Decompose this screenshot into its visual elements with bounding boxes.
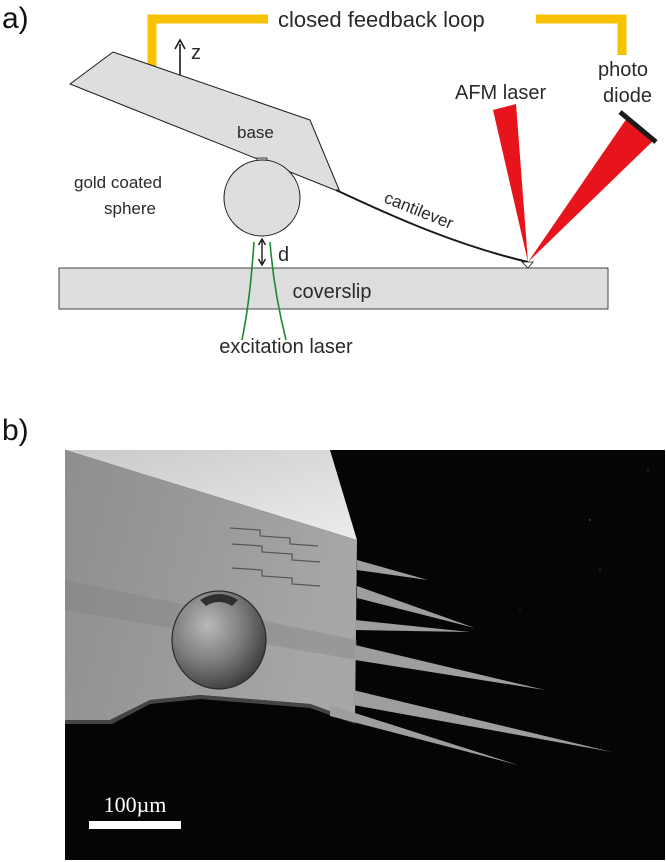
photodiode-icon: [618, 110, 658, 144]
sem-cantilevers: [330, 560, 612, 765]
cantilever-tip: [521, 261, 534, 269]
gold-coated-sphere: [223, 159, 301, 237]
gold-label-line1: gold coated: [74, 173, 162, 192]
base-chip: [68, 51, 341, 193]
panel-a-label: a): [2, 2, 29, 35]
panel-b: b): [2, 414, 665, 860]
panel-b-label: b): [2, 414, 29, 447]
scale-bar: [89, 821, 181, 829]
sem-micrograph: 100µm: [65, 450, 665, 860]
cantilever: [335, 189, 529, 263]
z-label: z: [191, 42, 201, 64]
feedback-loop-label: closed feedback loop: [278, 7, 485, 32]
sem-sphere: [171, 590, 267, 690]
base-label: base: [237, 123, 274, 142]
coverslip-label: coverslip: [293, 281, 372, 303]
photo-label: photo: [598, 59, 648, 81]
d-label: d: [278, 244, 289, 266]
panel-a: a) closed feedback loop z base cantileve…: [2, 2, 658, 358]
afm-laser-label: AFM laser: [455, 82, 546, 104]
diode-label: diode: [603, 85, 652, 107]
afm-laser-beam: [493, 104, 528, 262]
distance-d-arrow: [257, 237, 267, 267]
gold-label-line2: sphere: [104, 199, 156, 218]
excitation-laser-beam: [241, 241, 287, 341]
reflected-laser-beam: [528, 118, 654, 262]
coverslip: [58, 267, 609, 310]
excitation-laser-label: excitation laser: [219, 336, 353, 358]
scale-bar-label: 100µm: [104, 792, 167, 817]
